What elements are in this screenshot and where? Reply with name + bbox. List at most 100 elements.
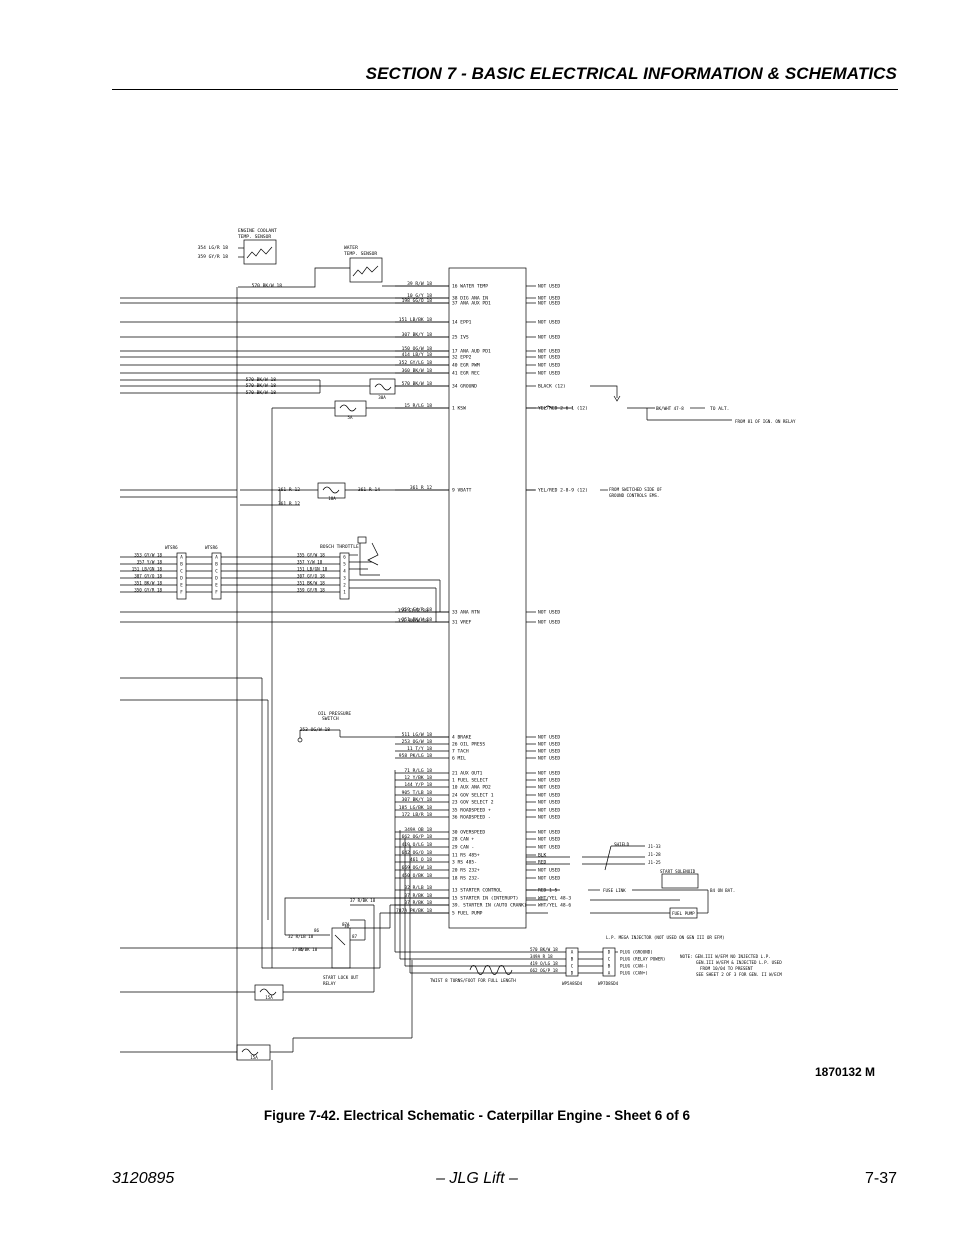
pack-wire-label: 351 BK/W 18 [134, 581, 162, 586]
ecm-right-label: NOT USED [538, 742, 560, 748]
throttle-wire-label: 359 GY/R 18 [297, 588, 325, 593]
ecm-pin-label: 7 TACH [452, 749, 469, 755]
oil-switch-label: SWITCH [322, 716, 339, 722]
bosch-throttle-label: BOSCH THROTTLE [320, 544, 359, 550]
fuse-10a-symbol [317, 482, 346, 499]
ecm-wire-label: 185 LG/BK 18 [399, 805, 432, 811]
ecm-pin-label: 15 STARTER IN (INTERUPT) [452, 896, 518, 902]
lp-label: PLUG (CAN-) [620, 964, 648, 969]
ecm-pin-label: 23 GOV SELECT 2 [452, 800, 494, 806]
throttle-pin: 1 [343, 590, 346, 595]
ecm-pin-label: 28 CAN + [452, 837, 474, 843]
ecm-pin-label: 1 FUEL SELECT [452, 778, 488, 784]
ecm-pin-label: 31 VREF [452, 620, 472, 626]
coolant-sensor [238, 239, 277, 265]
ecm-pin-label: 36 ROADSPEED - [452, 815, 491, 821]
ecm-wire-label: 32 R/LB 18 [404, 885, 432, 891]
ecm-wire-label: 144 Y/P 18 [404, 782, 432, 788]
ecm-left-lines [395, 285, 449, 914]
water-sensor-label: TEMP. SENSOR [344, 251, 377, 257]
ecm-right-label: RED 1-5 [538, 888, 558, 894]
ecm-wire-label: 15 R/LG 18 [404, 403, 432, 409]
pack1-pin: E [180, 583, 183, 588]
lp-label: PLUG (CAN+) [620, 971, 648, 976]
ecm-right-label: RED [538, 860, 547, 866]
pack2-pin: D [215, 576, 218, 581]
throttle-pin: 3 [343, 576, 346, 581]
ecm-wire-label: 461 O 18 [410, 857, 432, 863]
fuse-15a-1-symbol [254, 984, 284, 1001]
oil-switch-label: OIL PRESSURE [318, 711, 351, 717]
ecm-right-label: NOT USED [538, 815, 560, 821]
pack1-pin: C [180, 569, 183, 574]
ecm-pin-label: 39. STARTER IN (AUTO CRANK) [452, 903, 527, 909]
pack1-pin: F [180, 590, 183, 595]
pack2-pin: E [215, 583, 218, 588]
ecm-pin-label: 34 GROUND [452, 384, 477, 390]
left-wire-label: 354 LG/R 18 [198, 245, 229, 251]
throttle-wire-label: 351 BK/W 18 [297, 581, 325, 586]
ecm-pin-label: 5 FUEL PUMP [452, 911, 483, 917]
start-lockout-label: START LOCK OUT [323, 975, 359, 980]
pack-wire-label: 353 GY/W 18 [134, 553, 162, 558]
throttle-wire-label: 357 Y/W 18 [297, 560, 323, 565]
bottom-pin: D [571, 971, 574, 976]
from-ign-label: FROM 81 OF IGN. ON RELAY [735, 419, 796, 424]
ecm-right-label: NOT USED [538, 320, 560, 326]
lp-pin: C [608, 957, 611, 962]
ecm-pin-label: 14 EPP1 [452, 320, 472, 326]
bottom-wire-label: 419 O/LG 18 [530, 961, 558, 966]
fuse-5a-symbol [334, 400, 367, 417]
start-lockout-label: RELAY [323, 981, 336, 986]
ecm-wire-label: 150 OG/W 18 [402, 346, 433, 352]
ecm-wire-label: 351 BK/W 18 [402, 617, 433, 623]
bottom-wire-label: 349A R 18 [530, 954, 553, 959]
fuse-rating: 30A [378, 395, 386, 400]
ecm-pin-label: 30 OVERSPEED [452, 830, 485, 836]
ecm-wire-label: 172 LB/R 18 [402, 812, 433, 818]
ecm-pin-label: 13 STARTER CONTROL [452, 888, 502, 894]
throttle-connector [339, 552, 350, 600]
water-sensor-label: WATER [344, 245, 358, 251]
ecm-right-label: NOT USED [538, 349, 560, 355]
relay-pin: 30 [344, 924, 350, 929]
ecm-right-label: NOT USED [538, 800, 560, 806]
ecm-wire-label: 511 LG/W 18 [402, 732, 433, 738]
ecm-right-label: NOT USED [538, 845, 560, 851]
ecm-wire-label: 11 T/Y 18 [407, 746, 432, 752]
ecm-wire-label: 352 GY/LG 18 [399, 360, 432, 366]
left-wire-label: 570 BK/W 18 [246, 377, 277, 383]
twist-note: TWIST 8 TURNS/FOOT FOR FULL LENGTH [430, 978, 516, 983]
weather-pack-label: WP5A8SD4 [562, 981, 583, 986]
ecm-wire-label: 12 Y/BK 18 [404, 775, 432, 781]
left-wire-label: 253 OG/W 18 [300, 727, 331, 733]
oil-switch-symbol [297, 730, 303, 743]
fuse-rating: 15A [265, 995, 273, 1000]
ecm-wire-label: 253 OG/W 18 [402, 739, 433, 745]
ecm-pin-label: 32 EPP2 [452, 355, 472, 361]
ecm-right-label: NOT USED [538, 837, 560, 843]
pack-wire-label: 151 LB/GN 18 [132, 567, 163, 572]
pack2-pin: A [215, 555, 218, 560]
pack1-pin: D [180, 576, 183, 581]
left-wire-label: 361 R 12 [278, 501, 300, 507]
left-wire-label: 570 BK/W 18 [246, 390, 277, 396]
ecm-pin-label: 38 DIG ANA IN [452, 296, 488, 302]
ecm-pin-label: 10 AUX ANA PD2 [452, 785, 491, 791]
pack-wire-label: 307 GY/O 18 [134, 574, 162, 579]
bottom-pin: A [571, 950, 574, 955]
ecm-wire-label: 669 OG/W 18 [402, 865, 433, 871]
ecm-pin-label: 33 ANA RTN [452, 610, 480, 616]
note-line: SEE SHEET 2 OF 3 FOR GEN. II W/ECM [696, 972, 782, 977]
fuse-rating: 15A [250, 1055, 258, 1060]
pack-wire-label: 350 GY/R 18 [134, 588, 162, 593]
left-wire-label: 570 BK/W 18 [246, 383, 277, 389]
ecm-wire-label: 787A PK/BK 18 [396, 908, 432, 914]
bottom-wire-label: 570 BK/W 18 [530, 947, 558, 952]
fuel-pump-label: FUEL PUMP [672, 911, 695, 916]
ecm-right-label: NOT USED [538, 735, 560, 741]
start-solenoid-label: START SOLENOID [660, 869, 696, 874]
ecm-wire-label: 307 BK/Y 18 [402, 332, 433, 338]
